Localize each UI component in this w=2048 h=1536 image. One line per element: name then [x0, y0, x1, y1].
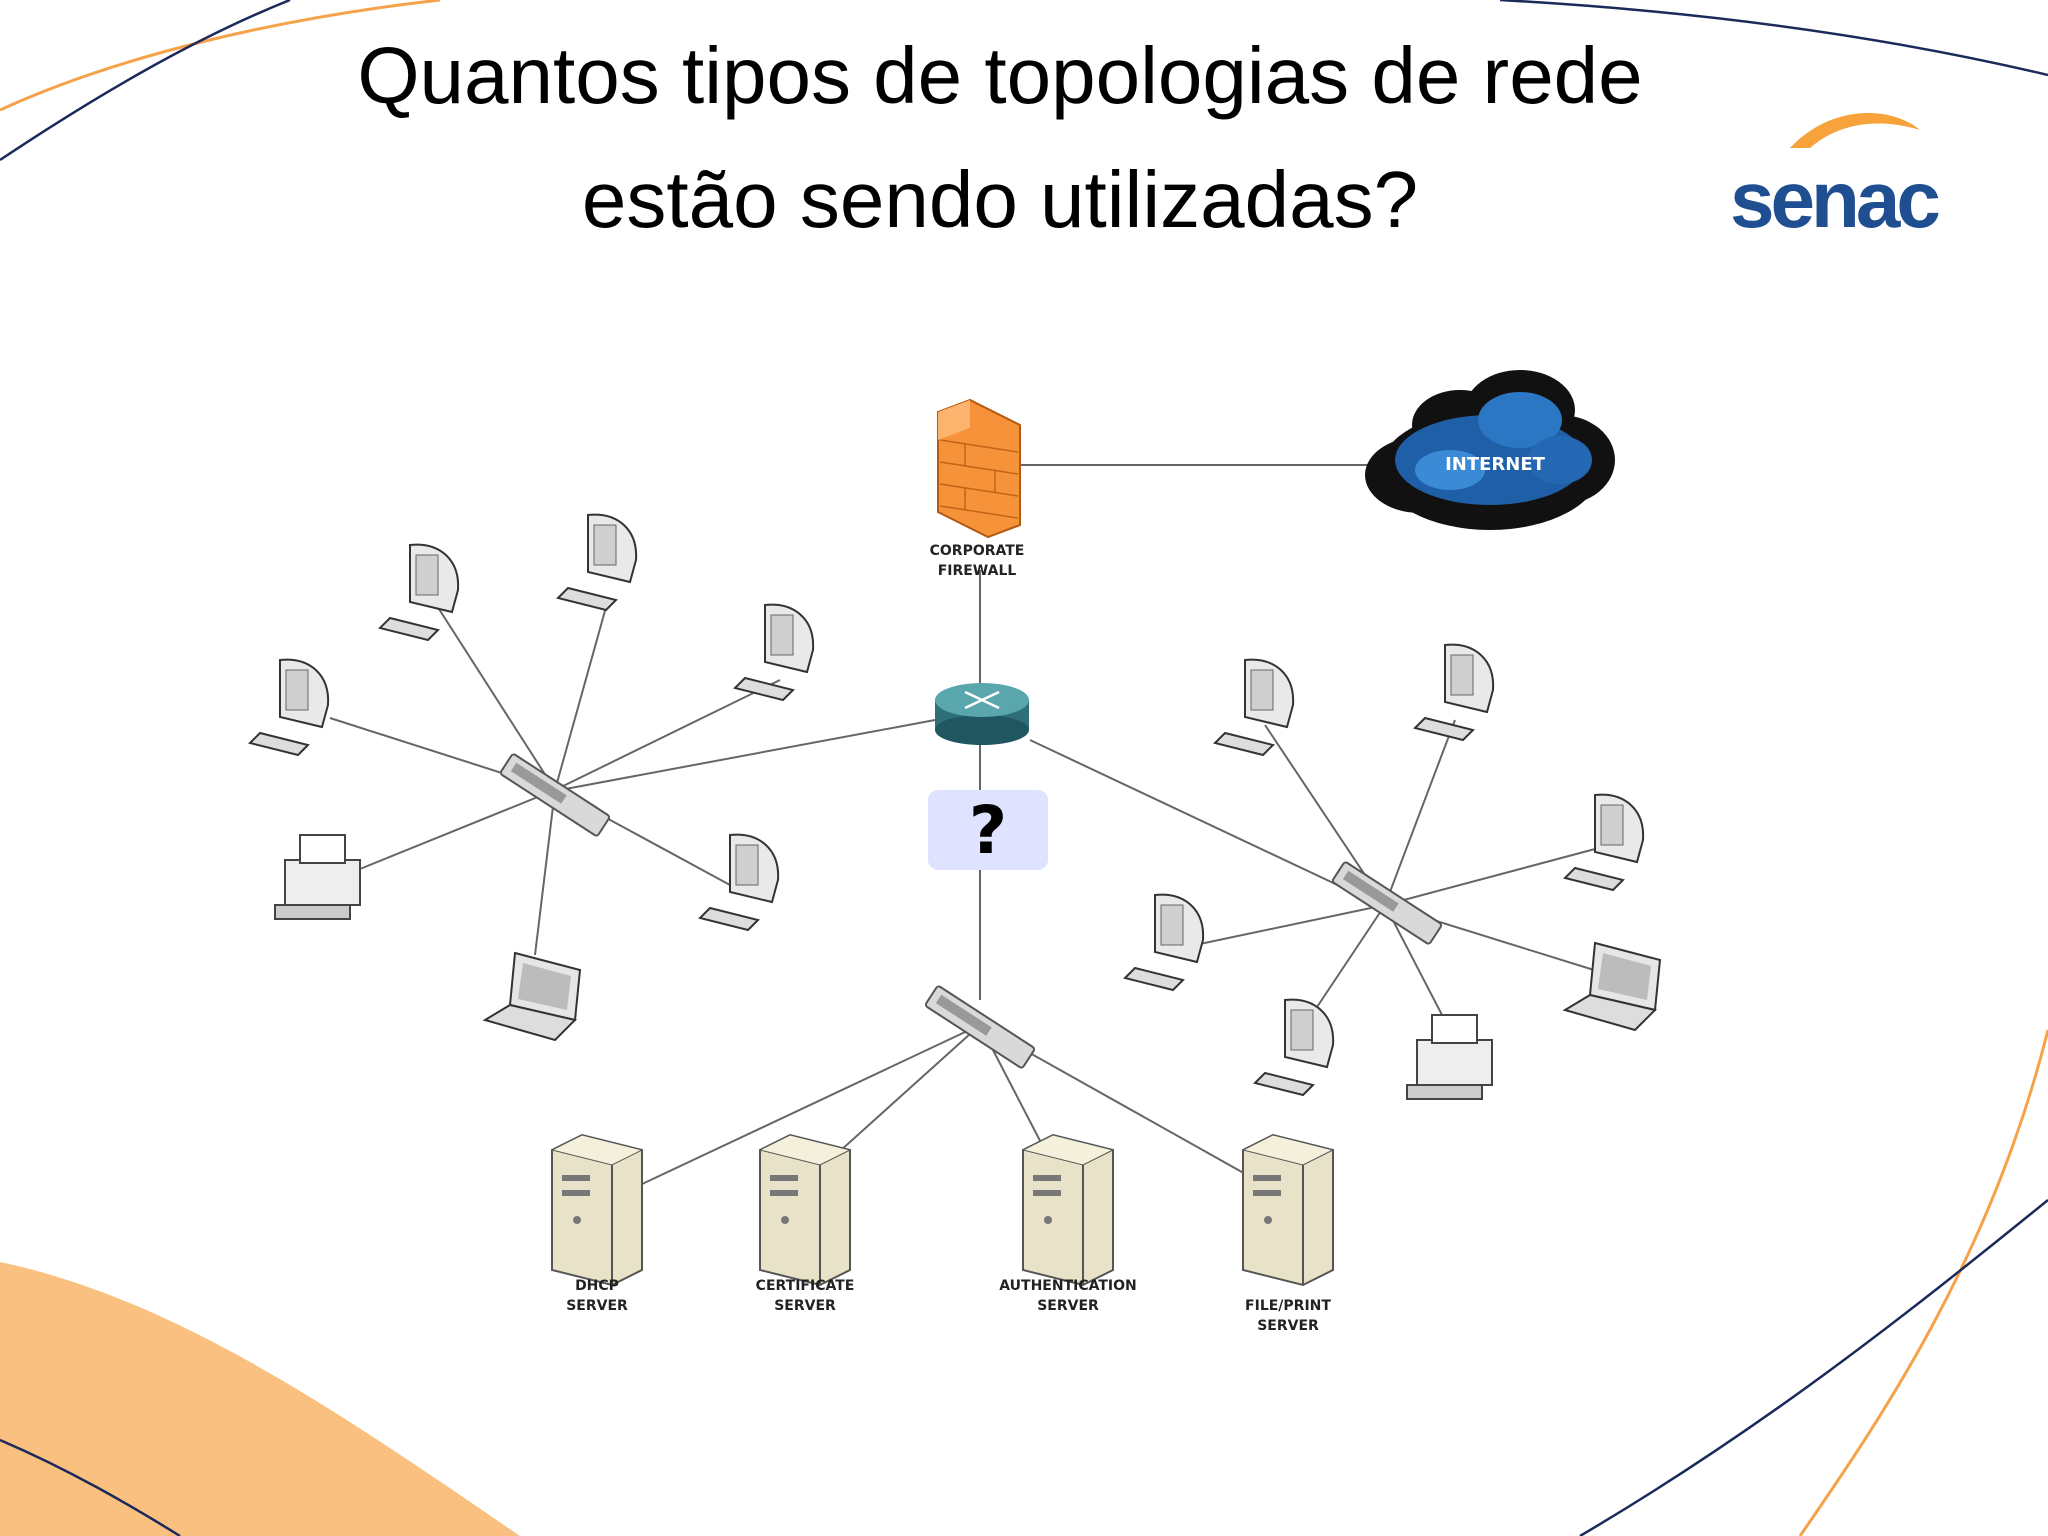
- top-left-orange-swoosh: [0, 0, 441, 112]
- server-label-4a: FILE/PRINT: [1245, 1298, 1331, 1314]
- server-tower-icon: [550, 1133, 644, 1287]
- right-switch-icon: [1331, 861, 1443, 945]
- desktop-computer-icon: [698, 833, 780, 932]
- internet-cloud-icon: [1365, 370, 1615, 530]
- logo-wordmark: senac: [1730, 155, 1941, 244]
- laptop-icon: [482, 951, 582, 1042]
- left-switch-icon: [499, 753, 611, 837]
- desktop-computer-icon: [733, 603, 815, 702]
- desktop-computer-icon: [556, 513, 638, 612]
- desktop-computers: [248, 513, 1645, 1097]
- firewall-icon: [937, 398, 1021, 539]
- desktop-computer-icon: [1123, 893, 1205, 992]
- title-line-2: estão sendo utilizadas?: [581, 155, 1419, 244]
- server-label-2b: SERVER: [774, 1298, 836, 1314]
- server-tower-icon: [1241, 1133, 1335, 1287]
- internet-label: INTERNET: [1445, 454, 1546, 475]
- senac-logo: senac: [1730, 100, 1950, 240]
- firewall-label-2: FIREWALL: [938, 563, 1017, 579]
- desktop-computer-icon: [1213, 658, 1295, 757]
- top-right-navy-swoosh: [1499, 0, 2048, 77]
- bottom-left-navy-swoosh: [0, 1438, 181, 1536]
- server-label-1a: DHCP: [575, 1278, 619, 1294]
- server-label-4b: SERVER: [1257, 1318, 1319, 1334]
- server-label-3b: SERVER: [1037, 1298, 1099, 1314]
- firewall-label-1: CORPORATE: [930, 543, 1025, 559]
- servers: [550, 1133, 1335, 1287]
- bottom-left-orange-fill: [0, 1262, 520, 1536]
- server-label-3a: AUTHENTICATION: [999, 1278, 1136, 1294]
- top-left-navy-swoosh: [0, 0, 291, 162]
- printer-icon: [274, 834, 361, 920]
- desktop-computer-icon: [1563, 793, 1645, 892]
- question-mark-box: ?: [928, 790, 1048, 870]
- server-tower-icon: [1021, 1133, 1115, 1287]
- desktop-computer-icon: [248, 658, 330, 757]
- logo-swoosh-icon: [1790, 113, 1920, 148]
- server-label-1b: SERVER: [566, 1298, 628, 1314]
- bottom-right-navy-swoosh: [1579, 1199, 2048, 1536]
- bottom-right-orange-swoosh: [1798, 1029, 2048, 1536]
- laptop-icon: [1562, 941, 1662, 1032]
- server-tower-icon: [758, 1133, 852, 1287]
- printer-icon: [1406, 1014, 1493, 1100]
- server-label-2a: CERTIFICATE: [756, 1278, 855, 1294]
- desktop-computer-icon: [1413, 643, 1495, 742]
- title-line-1: Quantos tipos de topologias de rede: [357, 31, 1643, 120]
- center-switch-icon: [924, 985, 1036, 1069]
- desktop-computer-icon: [1253, 998, 1335, 1097]
- desktop-computer-icon: [378, 543, 460, 642]
- router-icon: [935, 683, 1029, 745]
